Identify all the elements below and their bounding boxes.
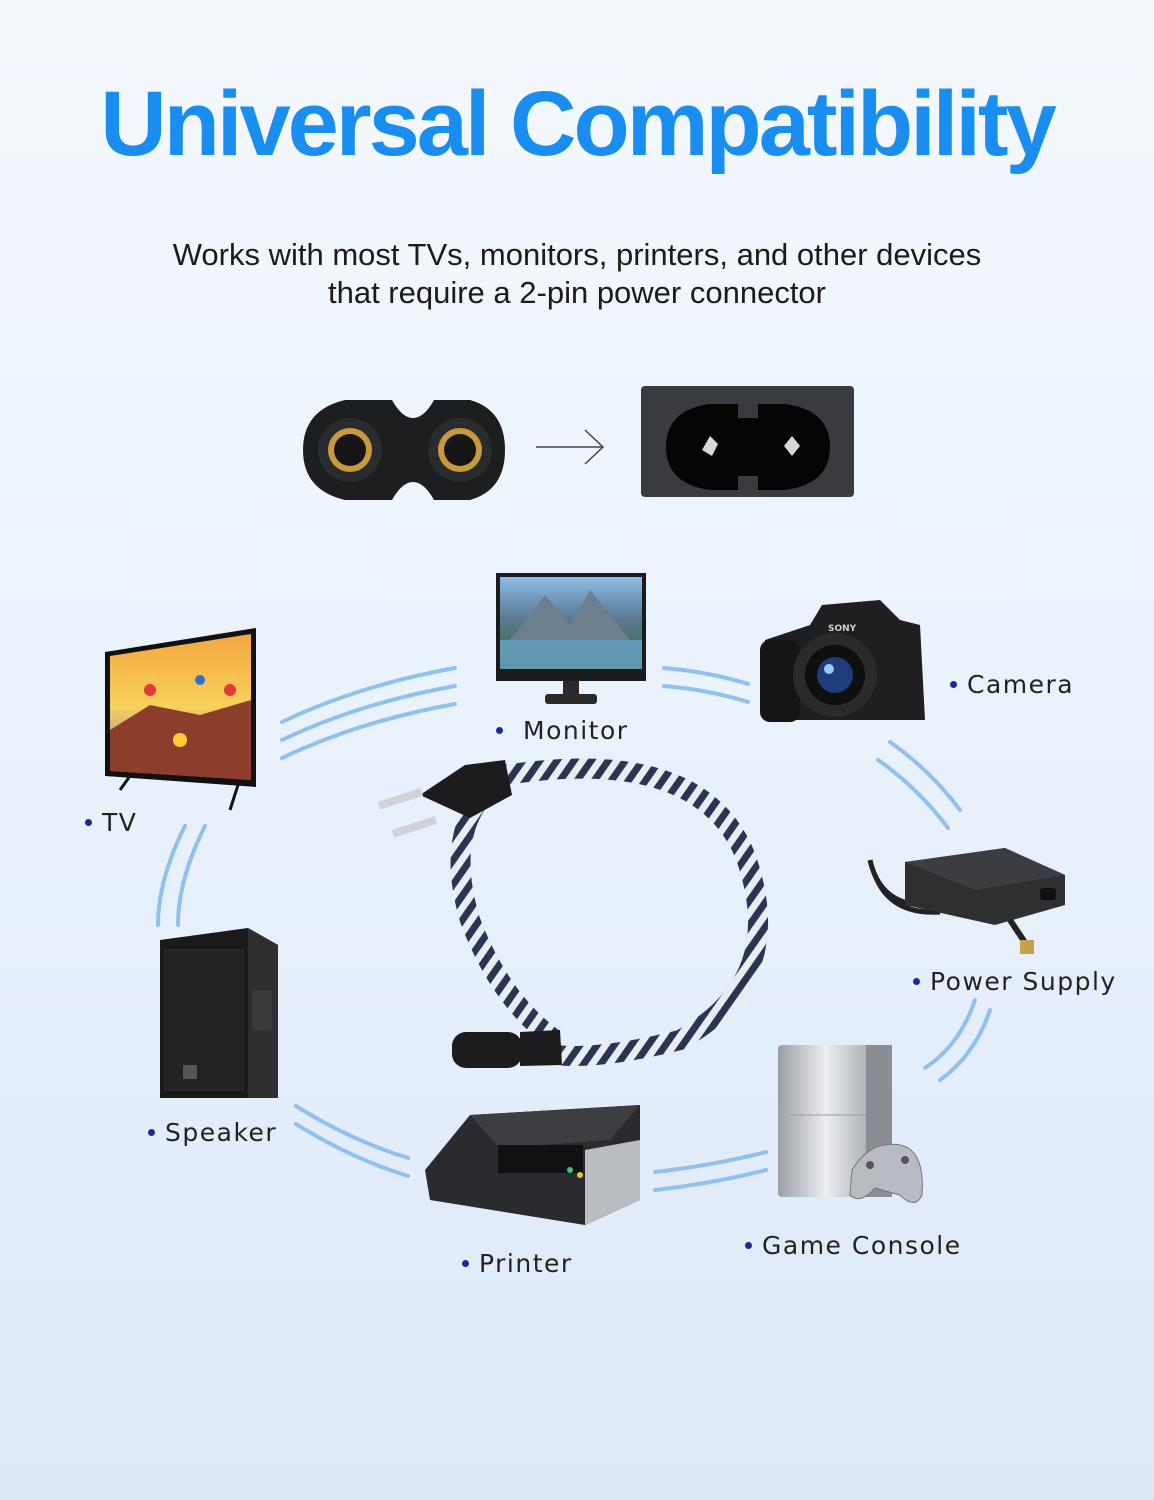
bullet-dot	[950, 680, 957, 688]
bullet-dot	[745, 1241, 752, 1249]
bullet-dot	[913, 977, 920, 985]
subtitle-line-1: Works with most TVs, monitors, printers,…	[172, 237, 982, 272]
bullet-dot	[496, 726, 503, 734]
device-label-camera: Camera	[950, 670, 1074, 699]
device-label-tv: TV	[85, 808, 137, 837]
subtitle-line-2: that require a 2-pin power connector	[327, 275, 826, 310]
c8-socket-icon	[641, 386, 854, 497]
speaker-icon	[160, 928, 278, 1098]
printer-icon	[425, 1105, 640, 1225]
game-console-icon	[778, 1045, 923, 1203]
bullet-dot	[85, 818, 92, 826]
arrow-right-icon	[536, 429, 605, 465]
braided-cable-icon	[377, 758, 768, 1068]
camera-icon: SONY	[760, 600, 925, 722]
bullet-dot	[148, 1128, 155, 1136]
page-subtitle: Works with most TVs, monitors, printers,…	[0, 236, 1154, 312]
device-label-printer: Printer	[462, 1249, 573, 1278]
power-supply-icon	[867, 848, 1065, 954]
device-label-speaker: Speaker	[148, 1118, 277, 1147]
bullet-dot	[462, 1259, 469, 1267]
device-label-power-supply: Power Supply	[913, 967, 1117, 996]
c7-plug-icon	[303, 400, 505, 500]
connection-arcs	[156, 666, 992, 1192]
camera-brand-text: SONY	[828, 624, 857, 634]
page-title: Universal Compatibility	[100, 73, 1056, 175]
device-label-game-console: Game Console	[745, 1231, 962, 1260]
monitor-icon	[496, 573, 646, 704]
device-label-monitor: Monitor	[496, 716, 629, 745]
tv-icon	[105, 628, 256, 811]
